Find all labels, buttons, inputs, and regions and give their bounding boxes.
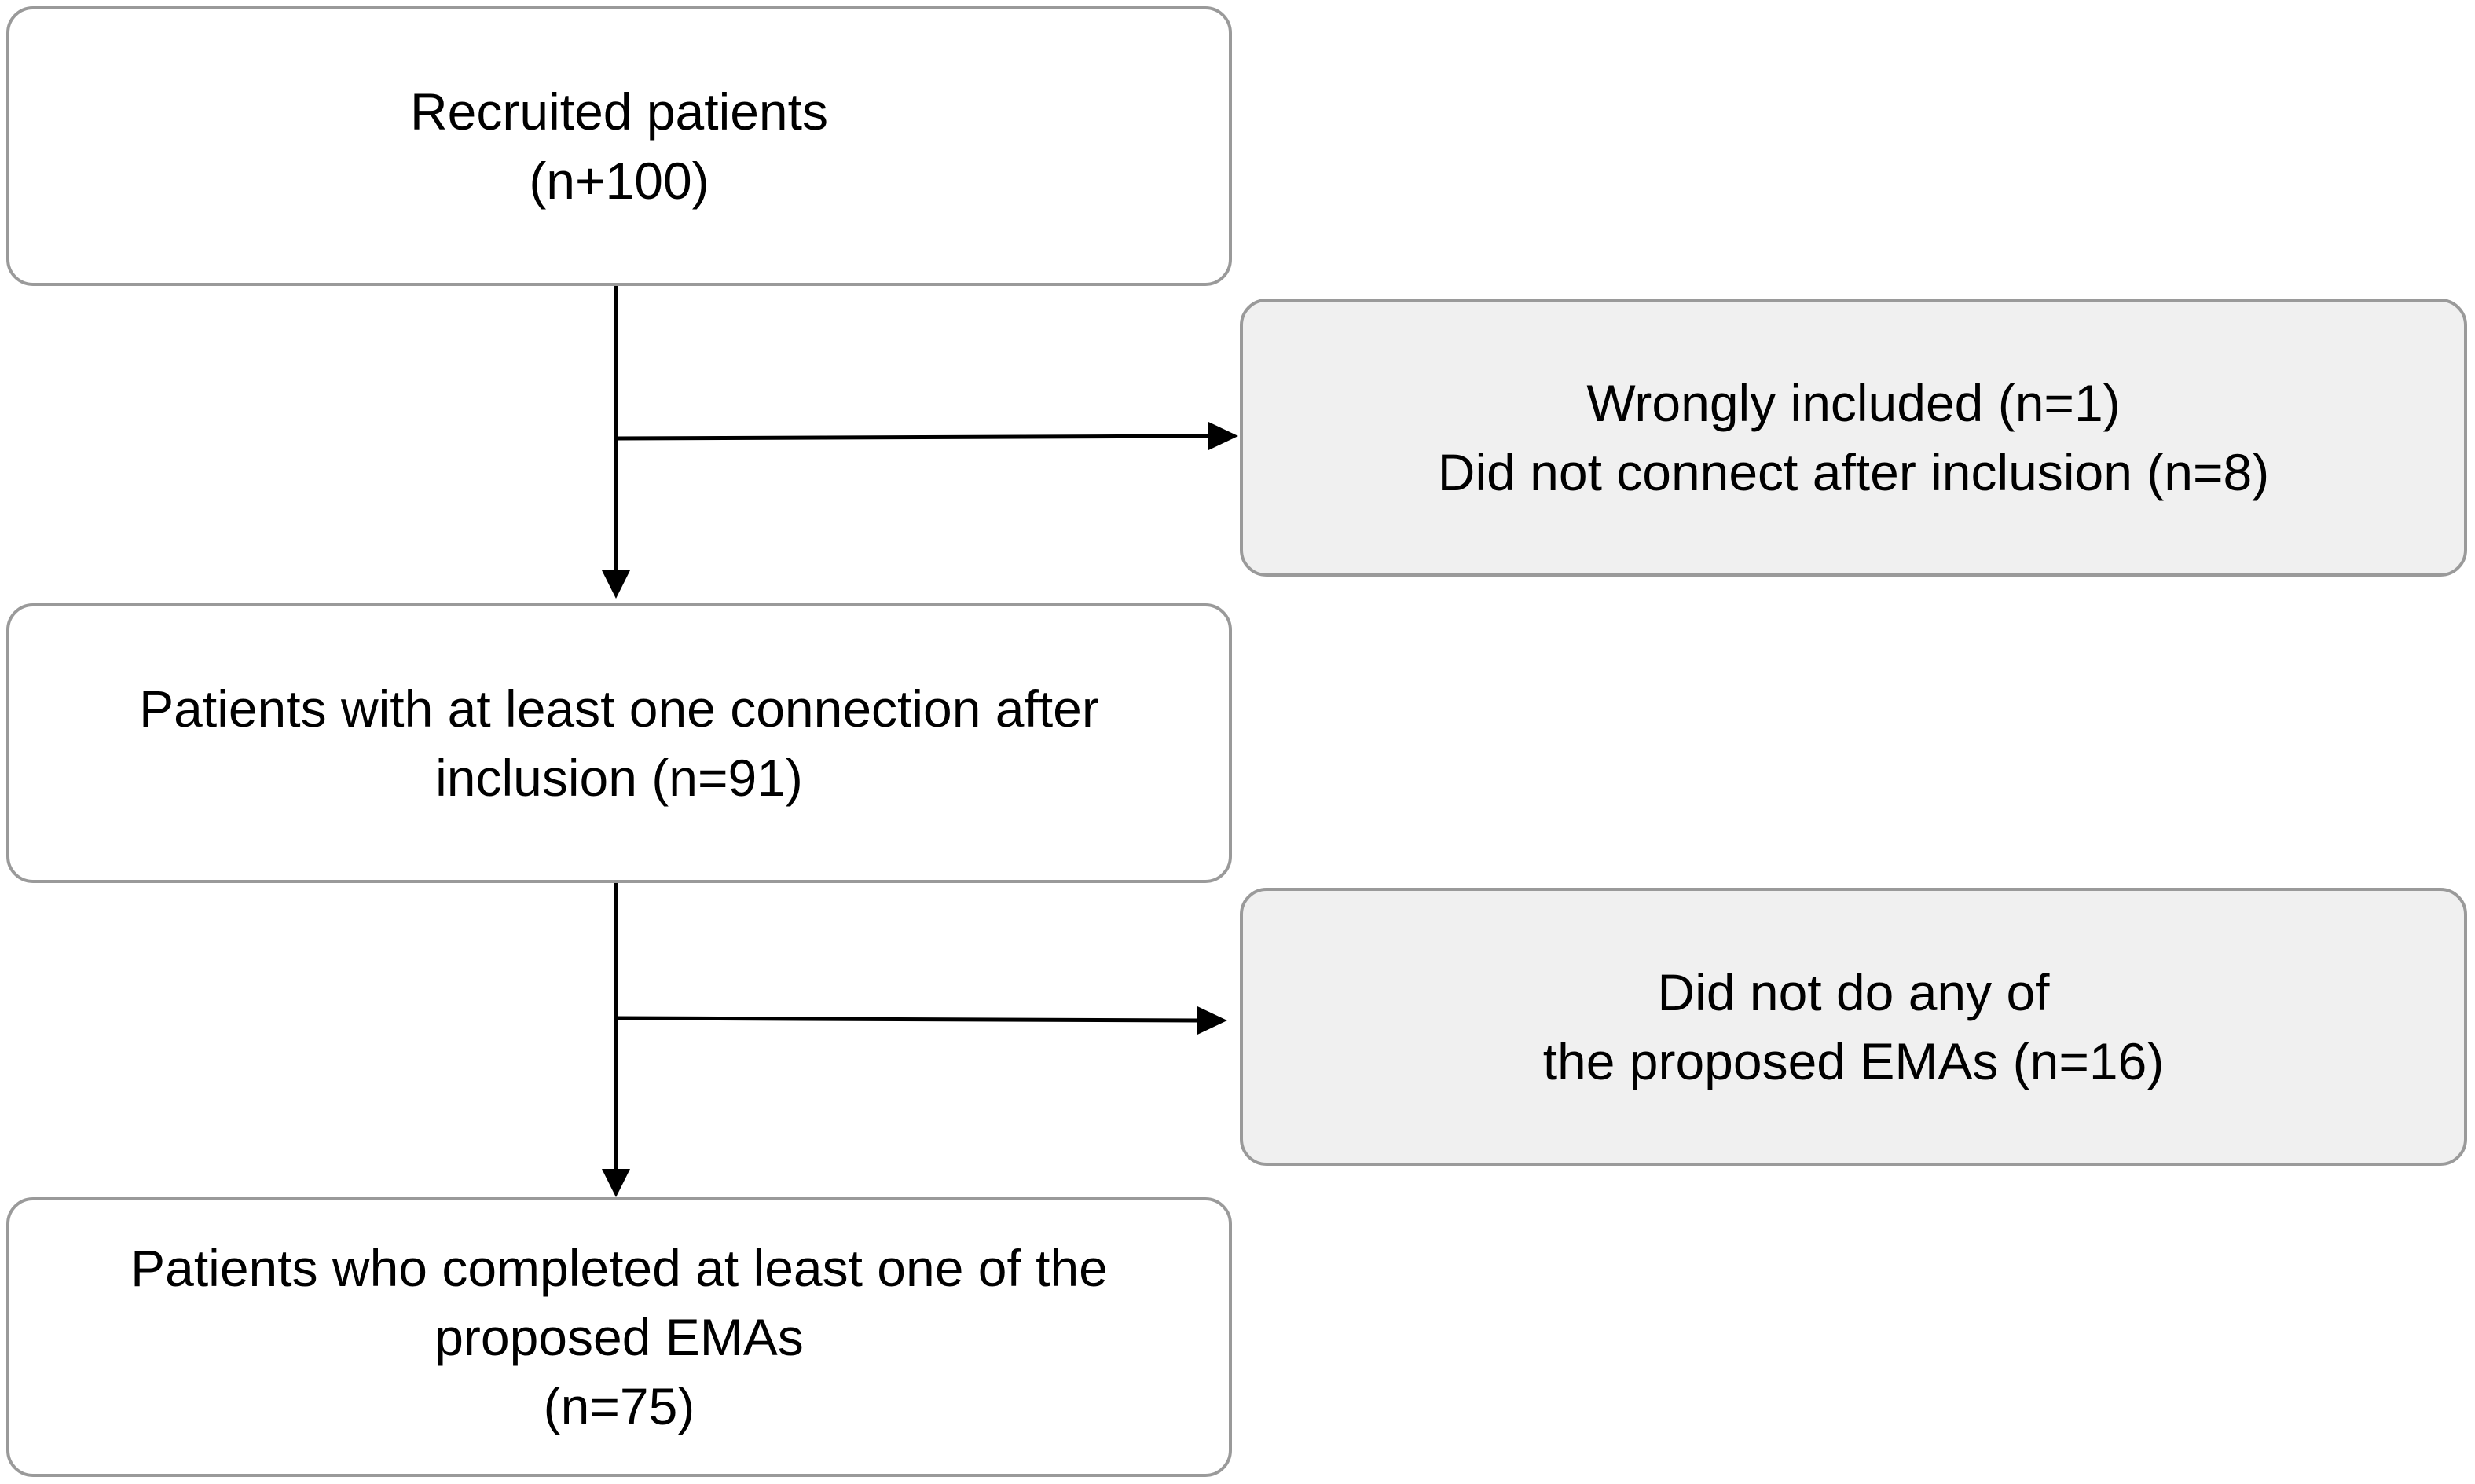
completed-patients-label: Patients who completed at least one of t… (130, 1239, 1108, 1297)
recruited-patients-box: Recruited patients (n+100) (6, 6, 1232, 286)
arrowhead-right-second-icon (1197, 1006, 1227, 1035)
did-not-connect-label: Did not connect after inclusion (n=8) (1437, 443, 2270, 501)
recruited-patients-label: Recruited patients (410, 82, 828, 141)
arrowhead-down-first-icon (602, 570, 630, 599)
second-exclusion-text: Did not do any of the proposed EMAs (n=1… (1543, 958, 2165, 1096)
first-exclusion-box: Wrongly included (n=1) Did not connect a… (1240, 299, 2467, 577)
connector-branch-first (615, 434, 1211, 441)
connected-patients-box: Patients with at least one connection af… (6, 603, 1232, 883)
no-ema-count: the proposed EMAs (n=16) (1542, 1032, 2165, 1090)
connected-patients-text: Patients with at least one connection af… (139, 674, 1099, 812)
connected-patients-label: Patients with at least one connection af… (139, 680, 1099, 738)
completed-patients-box: Patients who completed at least one of t… (6, 1197, 1232, 1477)
completed-patients-label-cont: proposed EMAs (434, 1308, 804, 1366)
recruited-patients-count: (n+100) (529, 152, 710, 210)
arrowhead-right-first-icon (1208, 422, 1238, 450)
arrowhead-down-second-icon (602, 1169, 630, 1197)
wrongly-included-label: Wrongly included (n=1) (1586, 374, 2121, 432)
connected-patients-count: inclusion (n=91) (435, 749, 803, 807)
second-exclusion-box: Did not do any of the proposed EMAs (n=1… (1240, 888, 2467, 1166)
no-ema-label: Did not do any of (1657, 963, 2050, 1021)
completed-patients-text: Patients who completed at least one of t… (130, 1233, 1108, 1441)
connector-branch-second (615, 1016, 1200, 1023)
first-exclusion-text: Wrongly included (n=1) Did not connect a… (1438, 368, 2269, 507)
completed-patients-count: (n=75) (543, 1377, 695, 1435)
recruited-patients-text: Recruited patients (n+100) (410, 77, 828, 215)
